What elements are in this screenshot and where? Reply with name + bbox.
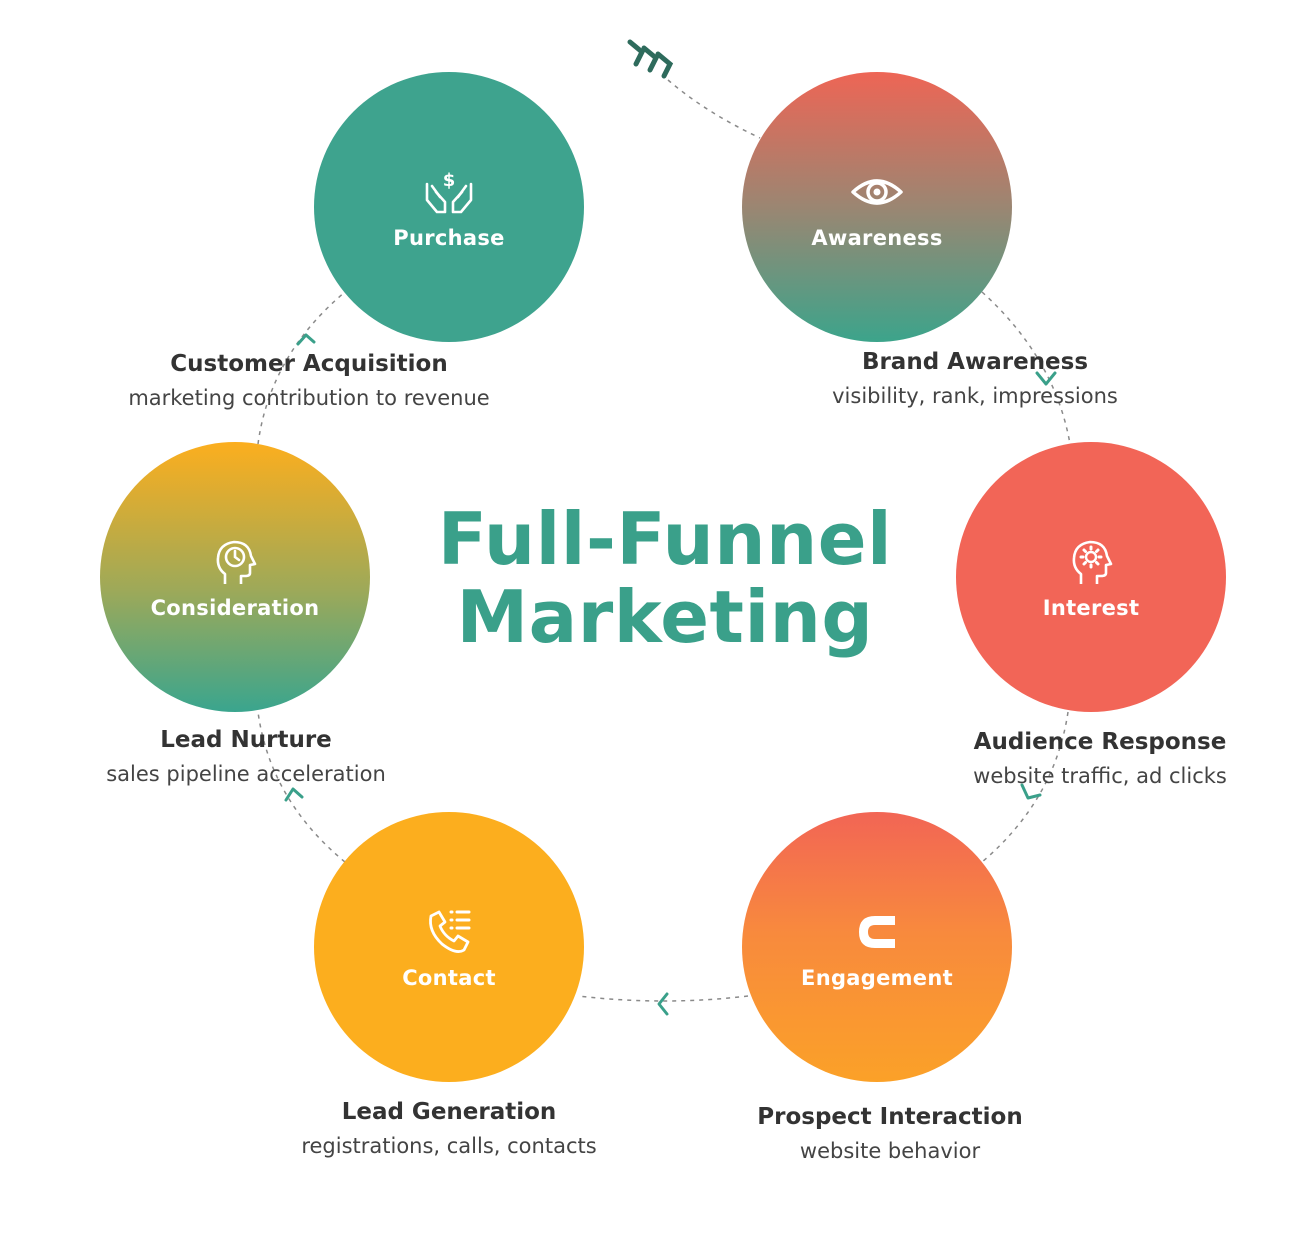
caption-title: Lead Nurture [160,727,332,753]
title-line-1: Full-Funnel [437,497,893,581]
arrowhead-awareness-interest [1035,371,1057,386]
phone-list-icon [429,910,471,953]
connector-contact-to-consideration [257,711,346,863]
caption-title: Brand Awareness [861,349,1089,375]
stage-label: Awareness [811,226,943,250]
arrowhead-consideration-purchase [296,333,316,346]
caption-title: Audience Response [973,729,1227,755]
connector-interest-to-engagement [981,711,1069,863]
caption-contact: Lead Generation registrations, calls, co… [209,1095,689,1163]
stage-consideration: Consideration [100,442,370,712]
arrowhead-contact-consideration [284,787,304,802]
start-chevrons [627,39,674,79]
stage-interest: Interest [956,442,1226,712]
caption-awareness: Brand Awareness visibility, rank, impres… [735,345,1215,413]
svg-text:$: $ [443,170,456,191]
stage-label: Engagement [801,966,953,990]
hands-dollar-icon: $ [425,170,473,214]
stage-label: Purchase [393,226,505,250]
head-clock-icon [216,540,257,584]
stage-awareness: Awareness [742,72,1012,342]
connector-awareness-to-interest [981,291,1071,445]
stage-label: Contact [402,966,496,990]
arrowhead-engagement-contact [657,992,669,1016]
caption-title: Lead Generation [341,1099,557,1125]
caption-purchase: Customer Acquisition marketing contribut… [69,347,549,415]
caption-description: visibility, rank, impressions [832,384,1118,408]
stage-label: Consideration [150,596,320,620]
caption-interest: Audience Response website traffic, ad cl… [860,725,1301,793]
caption-consideration: Lead Nurture sales pipeline acceleration [6,723,486,791]
arrowhead-interest-engagement [1020,783,1042,800]
stage-contact: Contact [314,812,584,1082]
eye-icon [851,179,903,205]
caption-engagement: Prospect Interaction website behavior [650,1100,1130,1168]
caption-title: Prospect Interaction [757,1104,1023,1130]
caption-description: registrations, calls, contacts [301,1134,597,1158]
caption-title: Customer Acquisition [170,351,448,377]
diagram-title: Full-Funnel Marketing [385,500,945,656]
caption-description: website behavior [799,1139,981,1163]
stage-label: Interest [1042,596,1140,620]
connector-start-to-awareness [667,79,761,139]
connector-engagement-to-contact [577,995,749,1002]
connector-consideration-to-purchase [257,291,346,445]
caption-description: website traffic, ad clicks [973,764,1227,788]
stage-purchase: $ Purchase [314,72,584,342]
stage-engagement: Engagement [742,812,1012,1082]
head-gear-icon [1072,540,1113,584]
caption-description: marketing contribution to revenue [128,386,490,410]
magnet-icon [859,916,895,948]
title-line-2: Marketing [456,575,874,659]
caption-description: sales pipeline acceleration [106,762,386,786]
